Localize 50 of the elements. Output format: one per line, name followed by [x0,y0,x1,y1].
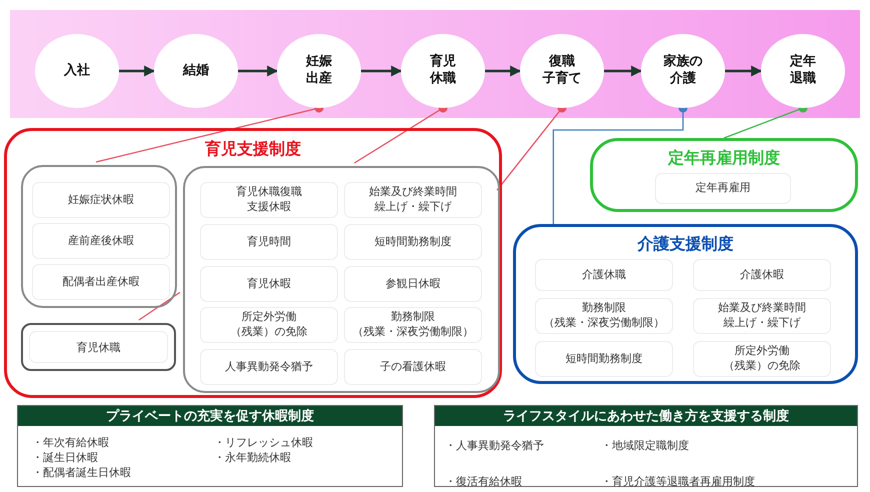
program-item-box: 始業及び終業時間繰上げ・繰下げ [344,182,482,218]
list-item: ・復活有給休暇 [445,474,522,489]
panel-heading: プライベートの充実を促す休暇制度 [18,406,402,426]
program-item-box: 配偶者出産休暇 [32,264,170,300]
arrow [725,66,762,76]
program-item-box: 介護休暇 [693,259,831,291]
program-item-box: 人事異動発令猶予 [200,349,338,385]
support-program-panel [513,224,858,384]
program-item-box: 定年再雇用 [655,173,791,204]
list-item: ・配偶者誕生日休暇 [32,465,131,480]
program-item-box: 育児時間 [200,224,338,260]
panel-title: 介護支援制度 [636,234,734,255]
list-item: ・誕生日休暇 [32,450,98,465]
arrow [604,66,642,76]
program-item-box: 介護休職 [535,259,673,291]
program-item-box: 育児休暇 [200,266,338,302]
program-item-box: 妊娠症状休暇 [32,182,170,218]
arrow [119,66,156,76]
program-group-box [183,166,500,393]
program-item-box: 所定外労働（残業）の免除 [200,307,338,343]
program-item-box: 始業及び終業時間繰上げ・繰下げ [693,298,831,334]
program-item-box: 所定外労働（残業）の免除 [693,341,831,377]
program-item-box: 短時間勤務制度 [535,341,673,377]
list-item: ・地域限定職制度 [601,438,689,453]
arrow [485,66,522,76]
program-group-box [21,323,176,371]
program-item-box: 産前産後休暇 [32,223,170,259]
program-group-box [21,165,177,308]
support-program-panel [590,138,858,212]
program-item-box: 参観日休暇 [344,266,482,302]
list-item: ・永年勤続休暇 [214,450,291,465]
program-list-panel [17,405,403,487]
list-item: ・人事異動発令猶予 [445,438,544,453]
arrow [238,66,278,76]
program-item-box: 勤務制限（残業・深夜労働制限） [535,298,673,334]
program-item-box: 育児休職復職支援休暇 [200,182,338,218]
program-item-box: 短時間勤務制度 [344,224,482,260]
panel-title: 定年再雇用制度 [666,148,781,169]
connector-line [138,292,180,321]
program-item-box: 勤務制限（残業・深夜労働制限） [344,307,482,343]
panel-heading: ライフスタイルにあわせた働き方を支援する制度 [435,406,857,426]
arrow [361,66,402,76]
list-item: ・年次有給休暇 [32,435,109,450]
program-item-box: 子の看護休暇 [344,349,482,385]
list-item: ・育児介護等退職者再雇用制度 [601,474,755,489]
support-program-panel [4,128,502,398]
program-list-panel [434,405,858,487]
panel-title: 育児支援制度 [204,139,302,160]
program-item-label: 育児休職 [29,331,168,363]
list-item: ・リフレッシュ休暇 [214,435,313,450]
